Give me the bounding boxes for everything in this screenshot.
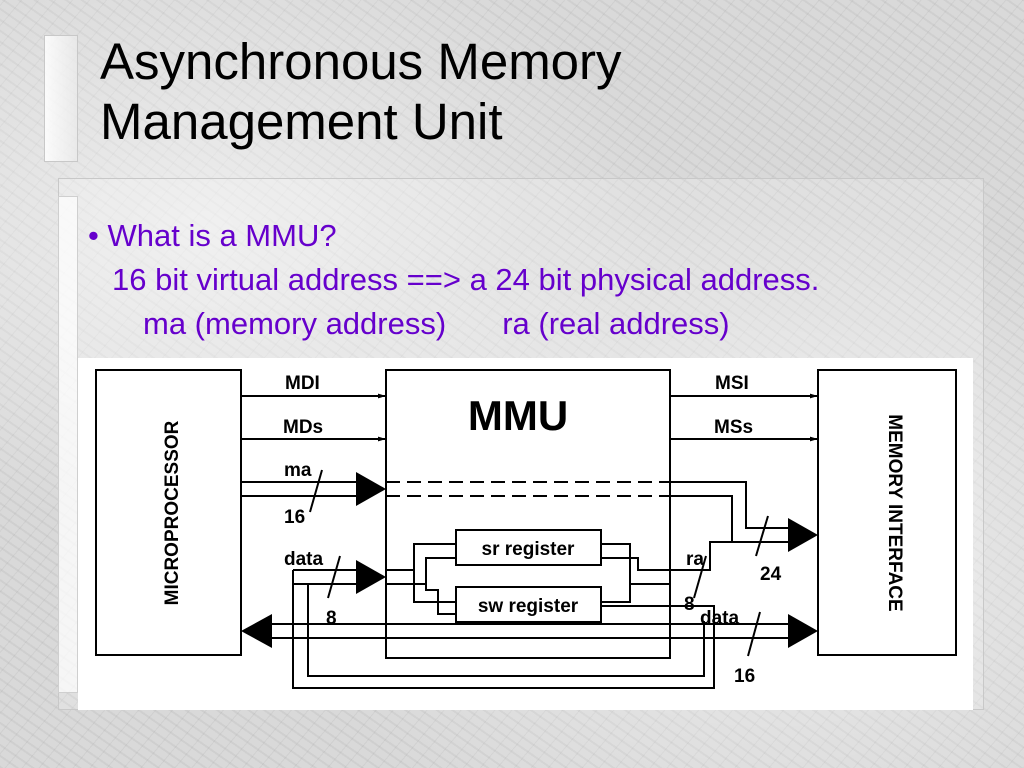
slide-title: Asynchronous Memory Management Unit: [100, 32, 980, 152]
microprocessor-label: MICROPROCESSOR: [162, 420, 183, 605]
sr-wire-right: [601, 543, 631, 603]
mds-label: MDs: [283, 417, 323, 438]
sr-wire-left-2: [386, 557, 456, 585]
data16-slash: [747, 611, 761, 657]
ra-wire: [601, 557, 670, 571]
ma-label: ma: [284, 460, 312, 481]
ra-label: ra: [686, 549, 704, 570]
bullet-question: What is a MMU?: [107, 218, 337, 253]
sr-register-block: [455, 529, 602, 566]
content-accent-bar: [58, 196, 78, 693]
bullet-abbrev-line: ma (memory address) ra (real address): [88, 302, 819, 346]
data-out-label: data: [700, 608, 740, 629]
memory-interface-block: [817, 369, 957, 656]
bullet-question-line: • What is a MMU?: [88, 214, 819, 258]
ma-width-label: 16: [284, 507, 305, 528]
data-loop-2: [307, 584, 705, 677]
data-in-label: data: [284, 549, 324, 570]
sr-register-label: sr register: [482, 539, 576, 560]
addr-out-slash: [755, 515, 769, 557]
mmu-block-diagram: MICROPROCESSOR MMU MEMORY INTERFACE sr r…: [78, 358, 973, 710]
bullet-ra: ra (real address): [502, 306, 730, 341]
out-width-label: 24: [760, 564, 782, 585]
ra-slash: [693, 555, 707, 599]
bullet-address-line: 16 bit virtual address ==> a 24 bit phys…: [112, 262, 820, 297]
title-line-2: Management Unit: [100, 93, 503, 150]
ma-bus-arrowhead: [356, 472, 386, 506]
sw-wire-left-2: [425, 584, 456, 615]
addr-out-arrowhead: [788, 518, 818, 552]
sr-wire-left: [386, 543, 456, 571]
ra-to-bus: [670, 541, 732, 571]
mmu-block: [385, 369, 671, 659]
data-loop-1: [292, 570, 715, 689]
ra-width-label: 8: [684, 594, 695, 615]
mmu-diagram-svg: MICROPROCESSOR MMU MEMORY INTERFACE sr r…: [95, 369, 957, 689]
data16-arrowhead-right: [788, 614, 818, 648]
microprocessor-block: [95, 369, 242, 656]
data-in-arrowhead: [356, 560, 386, 594]
mmu-label: MMU: [468, 392, 568, 439]
mss-label: MSs: [714, 417, 753, 438]
addr-out-bus-bottom: [670, 495, 788, 543]
data16-arrowhead-left: [241, 614, 272, 648]
title-accent-bar: [44, 35, 78, 162]
ma-bus-slash: [309, 469, 323, 513]
bullet-ma: ma (memory address): [143, 306, 447, 341]
memory-interface-label: MEMORY INTERFACE: [884, 414, 905, 611]
title-line-1: Asynchronous Memory: [100, 33, 622, 90]
sw-wire-left: [413, 570, 456, 603]
msi-label: MSI: [715, 373, 749, 394]
sw-register-block: [455, 586, 602, 623]
mdi-label: MDI: [285, 373, 320, 394]
data-out-width-label: 16: [734, 666, 755, 687]
sw-register-label: sw register: [478, 596, 579, 617]
bullet-marker: •: [88, 218, 99, 253]
bullet-block: • What is a MMU? 16 bit virtual address …: [88, 214, 819, 346]
data-in-slash: [327, 555, 341, 599]
addr-out-bus-top: [670, 481, 788, 529]
data-in-width-label: 8: [326, 608, 337, 629]
